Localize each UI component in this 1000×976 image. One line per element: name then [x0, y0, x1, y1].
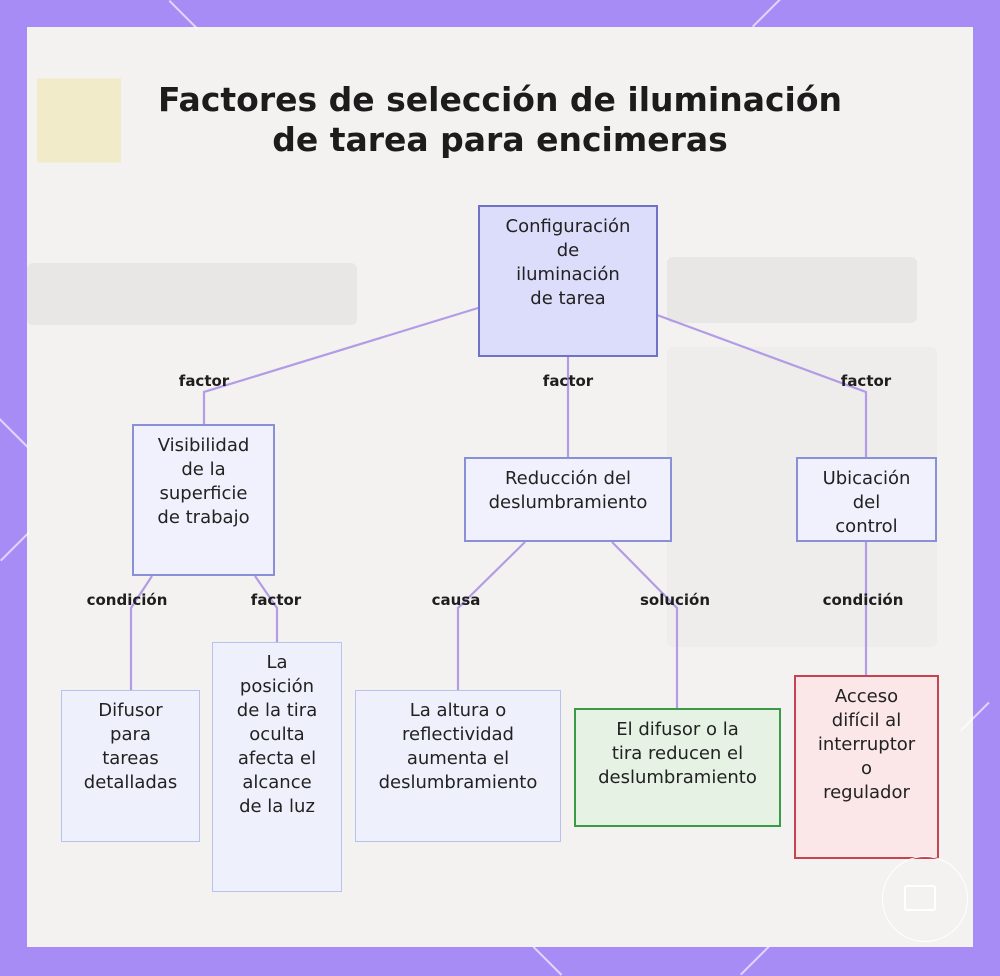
background-decoration	[667, 257, 917, 323]
background-decoration: ■	[27, 47, 135, 175]
diagram-title-line-1: Factores de selección de iluminación	[157, 80, 843, 119]
node-diffuser-detailed-tasks: Difusor para tareas detalladas	[61, 690, 200, 842]
node-control-location: Ubicación del control	[796, 457, 937, 542]
edge-label-control-access: condición	[822, 591, 904, 609]
edge-label-glare-solution: solución	[639, 591, 711, 609]
node-hidden-strip-position: La posición de la tira oculta afecta el …	[212, 642, 342, 892]
node-diffuser-reduces-glare: El difusor o la tira reducen el deslumbr…	[574, 708, 781, 827]
edge-label-visibility-diffuser: condición	[86, 591, 168, 609]
edge-label-visibility-strip: factor	[250, 591, 302, 609]
node-height-reflectivity: La altura o reflectividad aumenta el des…	[355, 690, 561, 842]
edge-label-glare-height: causa	[431, 591, 481, 609]
node-work-surface-visibility: Visibilidad de la superficie de trabajo	[132, 424, 275, 576]
edge-glare-solution	[611, 541, 679, 708]
node-task-lighting-configuration: Configuración de iluminación de tarea	[478, 205, 658, 357]
node-difficult-access: Acceso difícil al interruptor o regulado…	[794, 675, 939, 859]
edge-label-root-control: factor	[840, 372, 892, 390]
edge-root-control	[656, 313, 868, 457]
diagram-title-line-2: de tarea para encimeras	[272, 120, 728, 159]
edge-label-root-visibility: factor	[178, 372, 230, 390]
edge-label-root-glare: factor	[542, 372, 594, 390]
node-glare-reduction: Reducción del deslumbramiento	[464, 457, 672, 542]
edge-root-visibility	[202, 306, 479, 424]
edge-visibility-diffuser	[129, 575, 153, 690]
edge-visibility-strip	[254, 575, 279, 642]
diagram-title: Factores de selección de iluminación de …	[0, 80, 1000, 160]
watermark-glyph-icon	[904, 885, 936, 911]
watermark-logo-icon	[882, 856, 968, 942]
background-decoration	[27, 263, 357, 325]
edge-glare-height	[456, 541, 526, 690]
